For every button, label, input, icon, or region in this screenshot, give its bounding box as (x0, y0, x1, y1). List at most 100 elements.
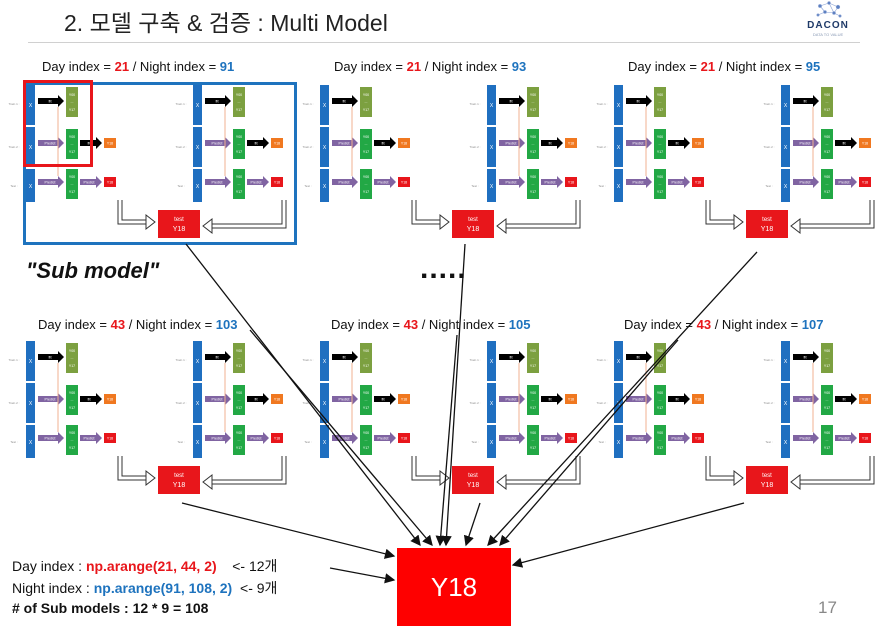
x-label: X (196, 401, 200, 407)
x-bar (193, 425, 202, 458)
y18-label: Y18 (274, 142, 280, 146)
x-label: X (617, 440, 621, 446)
dots-label: ... (659, 398, 662, 402)
x-bar (781, 341, 790, 381)
predict-label: Predict (506, 142, 517, 146)
predict-label: Predict (506, 437, 517, 441)
hollow-arrow-head (733, 469, 744, 487)
y00-box (66, 87, 78, 117)
y00-label: Y00 (69, 349, 75, 353)
predict-label: Predict (800, 398, 811, 402)
y00-box (654, 425, 666, 455)
x-label: X (29, 401, 33, 407)
y00-label: Y00 (530, 431, 536, 435)
test-y18-label: Y18 (467, 226, 480, 233)
x-label: X (29, 184, 33, 190)
fit-arrow (626, 95, 652, 107)
x-bar (320, 127, 329, 167)
y17-label: Y17 (69, 406, 75, 410)
night-index-line: Night index : np.arange(91, 108, 2) <- 9… (12, 580, 278, 596)
predict-label: Predict (339, 142, 350, 146)
y18-box (692, 394, 704, 404)
y18-label: Y18 (107, 181, 113, 185)
hollow-arrow (118, 200, 148, 224)
predict-arrow (80, 176, 102, 188)
row-label: Train 2 : (303, 145, 314, 149)
hollow-arrow (210, 200, 286, 228)
y17-label: Y17 (824, 108, 830, 112)
title-divider (28, 42, 860, 43)
hollow-arrow (412, 200, 442, 224)
x-bar (487, 425, 496, 458)
hollow-arrow-head (496, 473, 507, 491)
x-bar (487, 169, 496, 202)
y00-label: Y00 (69, 391, 75, 395)
fit-arrow (626, 351, 652, 363)
test-output-box (452, 466, 494, 494)
y00-label: Y00 (236, 135, 242, 139)
y00-box (527, 343, 539, 373)
y00-label: Y00 (530, 93, 536, 97)
predict-label: Predict (251, 437, 262, 441)
panel-label: Day index = 21 / Night index = 93 (334, 59, 527, 74)
row-label: Train 1 : (176, 358, 187, 362)
y17-label: Y17 (657, 150, 663, 154)
fit-label: fit (215, 355, 219, 360)
y17-label: Y17 (236, 190, 242, 194)
row-label: Train 2 : (303, 401, 314, 405)
y00-box (654, 129, 666, 159)
fit-arrow (499, 95, 525, 107)
dots-label: ... (365, 100, 368, 104)
dots-label: ... (659, 438, 662, 442)
x-label: X (490, 103, 494, 109)
x-bar (487, 85, 496, 125)
x-bar (781, 383, 790, 423)
fit-arrow (668, 393, 690, 405)
predict-label: Predict (545, 437, 556, 441)
predict-label: Predict (633, 437, 644, 441)
fit-label: fit (803, 99, 807, 104)
y00-box (66, 425, 78, 455)
y17-label: Y17 (824, 150, 830, 154)
dots-label: ... (238, 100, 241, 104)
fit-arrow (374, 137, 396, 149)
predict-arrow (793, 176, 819, 188)
x-bar (614, 85, 623, 125)
dots-label: ... (71, 100, 74, 104)
predict-arrow (205, 176, 231, 188)
x-bar (320, 169, 329, 202)
x-bar (26, 127, 35, 167)
predict-label: Predict (672, 437, 683, 441)
y18-box (104, 433, 116, 443)
predict-label: Predict (84, 437, 95, 441)
predict-label: Predict (251, 181, 262, 185)
x-label: X (196, 359, 200, 365)
test-output-box (746, 210, 788, 238)
fit-arrow (332, 95, 358, 107)
row-label: Train 1 : (597, 102, 608, 106)
x-label: X (784, 401, 788, 407)
y00-label: Y00 (657, 93, 663, 97)
y00-label: Y00 (363, 431, 369, 435)
y00-box (233, 87, 245, 117)
fit-label: fit (254, 397, 258, 402)
fit-arrow (835, 393, 857, 405)
y18-label: Y18 (401, 181, 407, 185)
fit-arrow (541, 393, 563, 405)
x-bar (781, 169, 790, 202)
row-label: Train 1 : (176, 102, 187, 106)
y00-box (527, 129, 539, 159)
predict-arrow (541, 432, 563, 444)
row-label: Train 1 : (597, 358, 608, 362)
dots-label: ... (365, 142, 368, 146)
fit-arrow (793, 351, 819, 363)
y00-box (821, 169, 833, 199)
y00-label: Y00 (824, 391, 830, 395)
test-y18-label: Y18 (467, 482, 480, 489)
dots-label: ... (826, 142, 829, 146)
y00-label: Y00 (530, 135, 536, 139)
logo-name: DACON (807, 20, 849, 31)
fit-arrow (499, 351, 525, 363)
y00-box (360, 87, 372, 117)
